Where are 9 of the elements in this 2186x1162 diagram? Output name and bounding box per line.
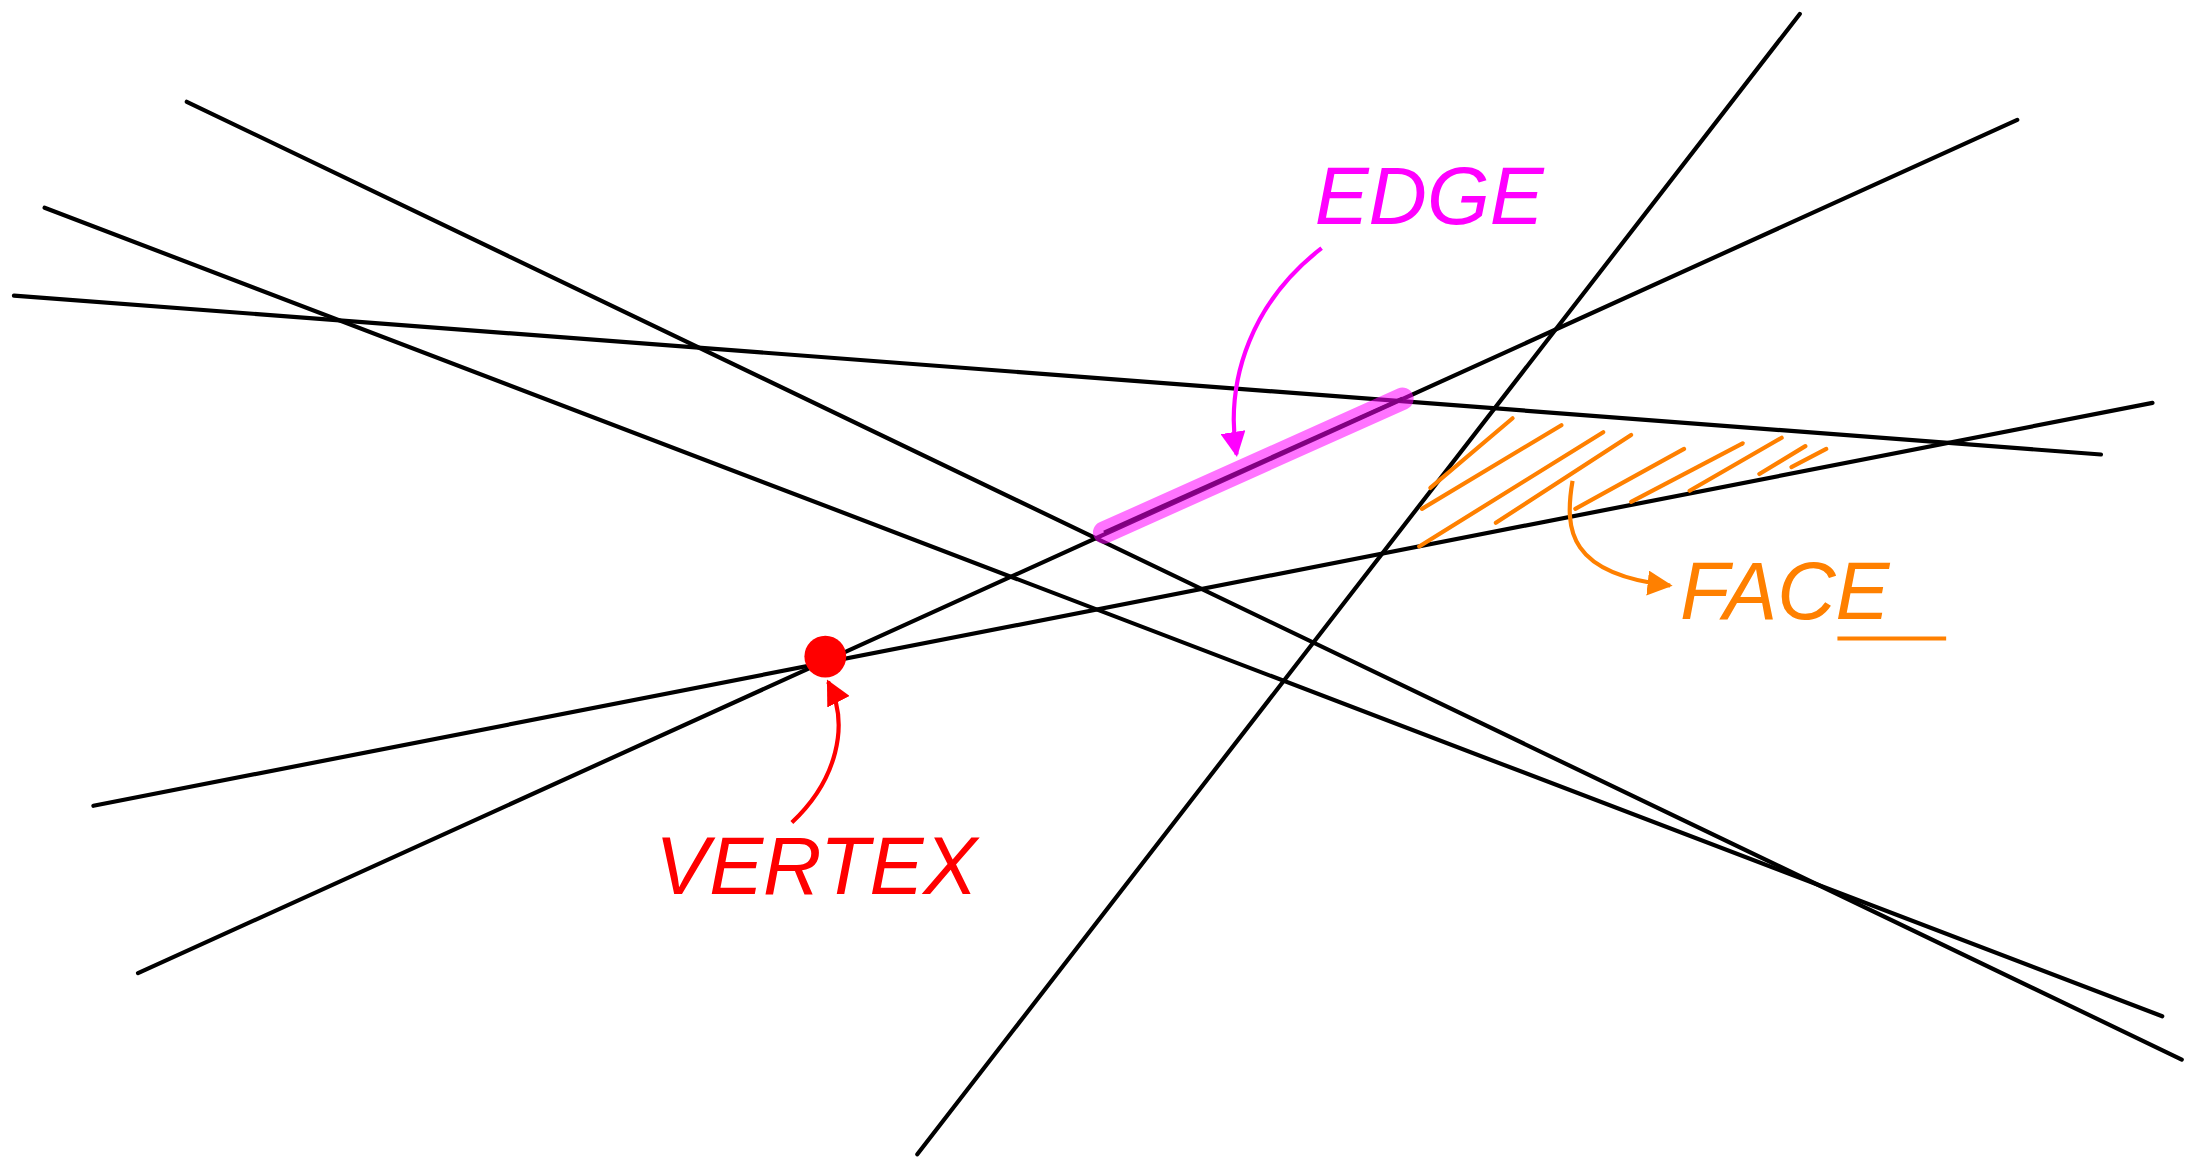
leader-arrow [1221,246,1323,457]
handwritten-label: EDGE [1314,156,1544,237]
vertex-dot [804,635,847,678]
leader-arrow [790,679,849,824]
handwritten-label: FACE [1679,550,1890,632]
leader-arrow [1567,480,1673,595]
hatched-face [1417,416,1829,549]
handwritten-label: VERTEX [655,825,978,907]
highlighted-edge [1092,387,1414,544]
